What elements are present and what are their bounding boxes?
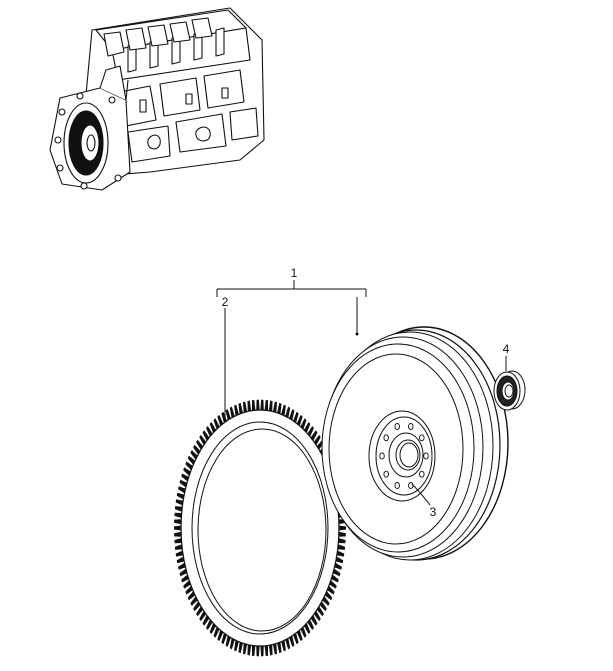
callout-3-label: 3: [430, 505, 437, 519]
flywheel-bolt-hole: [408, 482, 414, 489]
ring-gear: [174, 399, 346, 657]
engine-block-illustration: [49, 7, 265, 191]
flywheel-bolt-hole: [394, 482, 400, 489]
pilot-bearing: [493, 370, 526, 411]
callout-3-leader: [411, 483, 431, 506]
ring-gear-tooth-profile: [174, 399, 346, 657]
flywheel-bolt-hole: [394, 423, 400, 430]
callout-2-label: 2: [222, 295, 229, 309]
callout-1-bracket: [216, 280, 367, 297]
callout-1-label: 1: [291, 266, 298, 280]
ring-gear-teeth: [174, 399, 346, 657]
flywheel-bolt-holes: [379, 423, 429, 489]
flywheel-bolt-hole: [379, 452, 385, 460]
flywheel-bolt-hole: [383, 434, 389, 442]
callout-4-label: 4: [503, 342, 510, 356]
flywheel-bolt-hole: [419, 434, 425, 442]
flywheel-bolt-hole: [419, 470, 425, 478]
flywheel-bolt-hole: [383, 470, 389, 478]
flywheel-bolt-hole: [408, 423, 414, 430]
callout-1-leader-dot: [355, 332, 359, 336]
flywheel-bolt-hole: [423, 452, 429, 460]
flywheel: [321, 326, 509, 561]
